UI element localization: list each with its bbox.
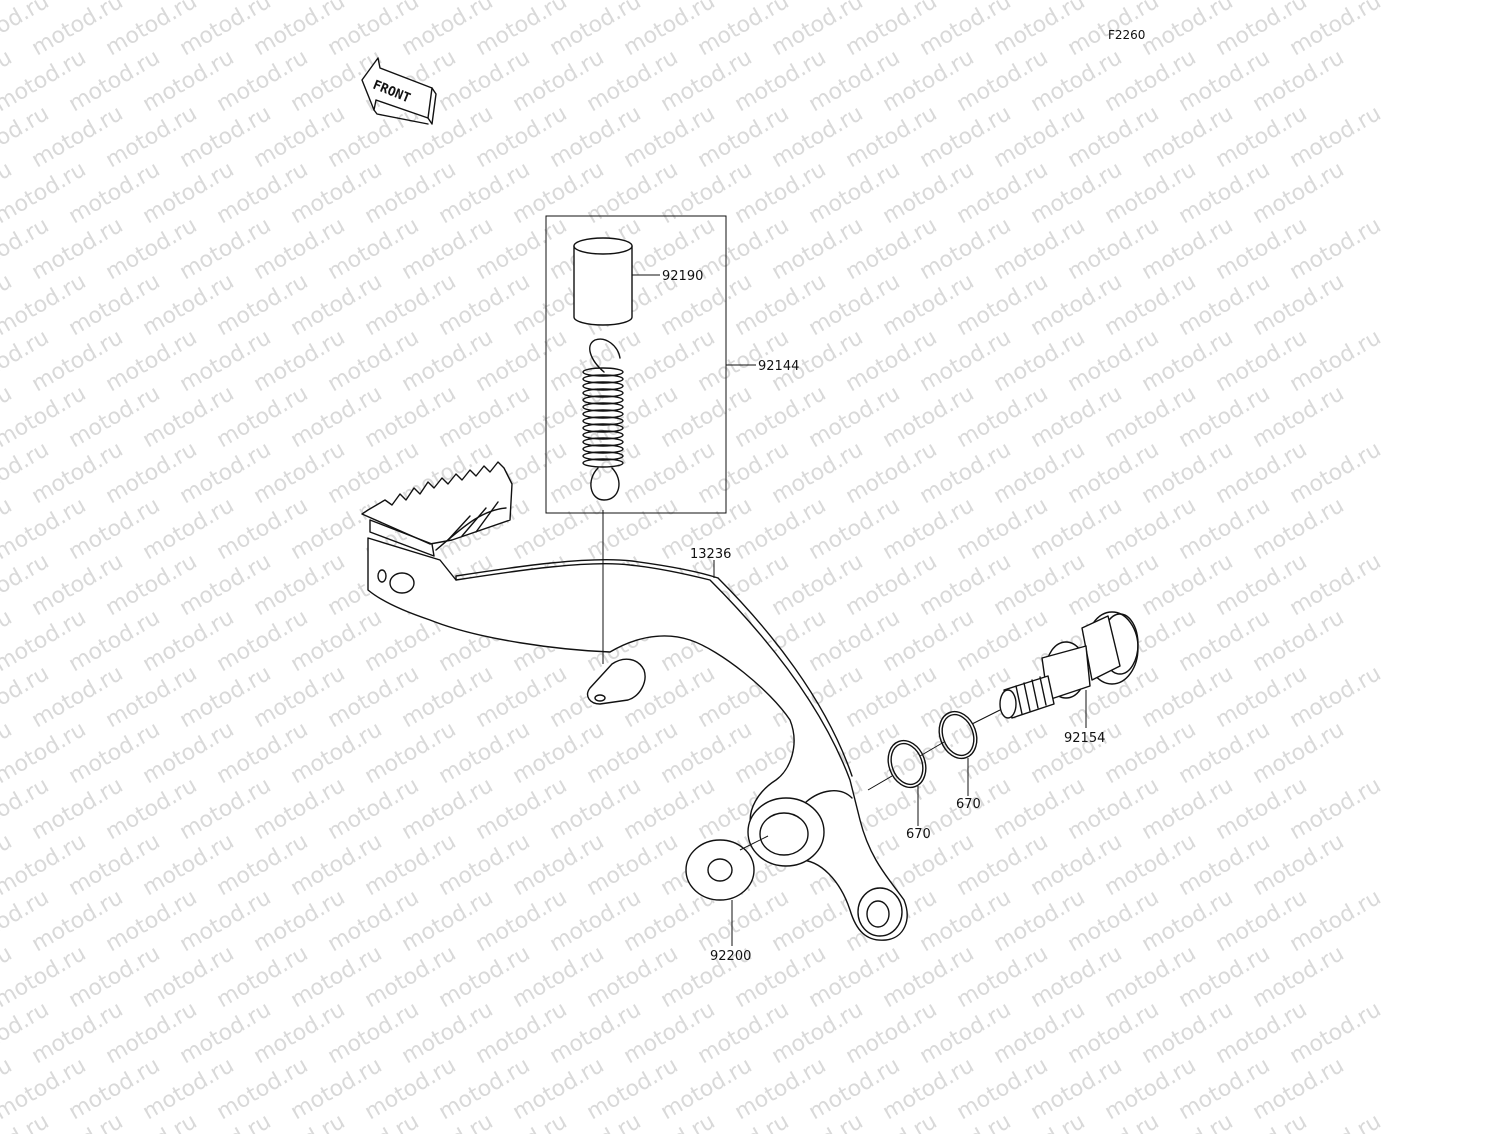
spring-coil <box>582 381 624 391</box>
part-label-670-inner: 670 <box>906 827 931 842</box>
sleeve-92190 <box>573 237 633 326</box>
front-arrow-icon: FRONT <box>361 57 437 125</box>
spring-coil <box>582 402 624 412</box>
figure-code: F2260 <box>1108 28 1145 42</box>
spring-coil <box>582 430 624 440</box>
part-label-670-outer: 670 <box>956 797 981 812</box>
spring-coil <box>582 409 624 419</box>
part-label-92144: 92144 <box>758 359 799 374</box>
o-ring-670-outer <box>938 710 978 760</box>
brake-pedal-13236 <box>361 461 908 941</box>
part-label-13236: 13236 <box>690 547 731 562</box>
part-label-92154: 92154 <box>1064 731 1105 746</box>
part-label-92200: 92200 <box>710 949 751 964</box>
spring-92144 <box>582 338 624 501</box>
spring-coil <box>582 395 624 405</box>
washer-92200 <box>685 839 755 901</box>
pivot-bolt-92154 <box>999 611 1139 719</box>
leader-lines <box>602 274 1087 946</box>
spring-coil <box>582 451 624 461</box>
spring-coil <box>582 437 624 447</box>
spring-coil <box>582 416 624 426</box>
spring-coil <box>582 444 624 454</box>
o-ring-670-inner <box>887 739 927 789</box>
spring-coil <box>582 423 624 433</box>
spring-coil <box>582 388 624 398</box>
watermark-layer: motod.rumotod.rumotod.rumotod.rumotod.ru… <box>0 0 1385 1134</box>
spring-coil <box>582 367 624 377</box>
spring-coil <box>582 458 624 468</box>
part-label-92190: 92190 <box>662 269 703 284</box>
spring-coil <box>582 374 624 384</box>
